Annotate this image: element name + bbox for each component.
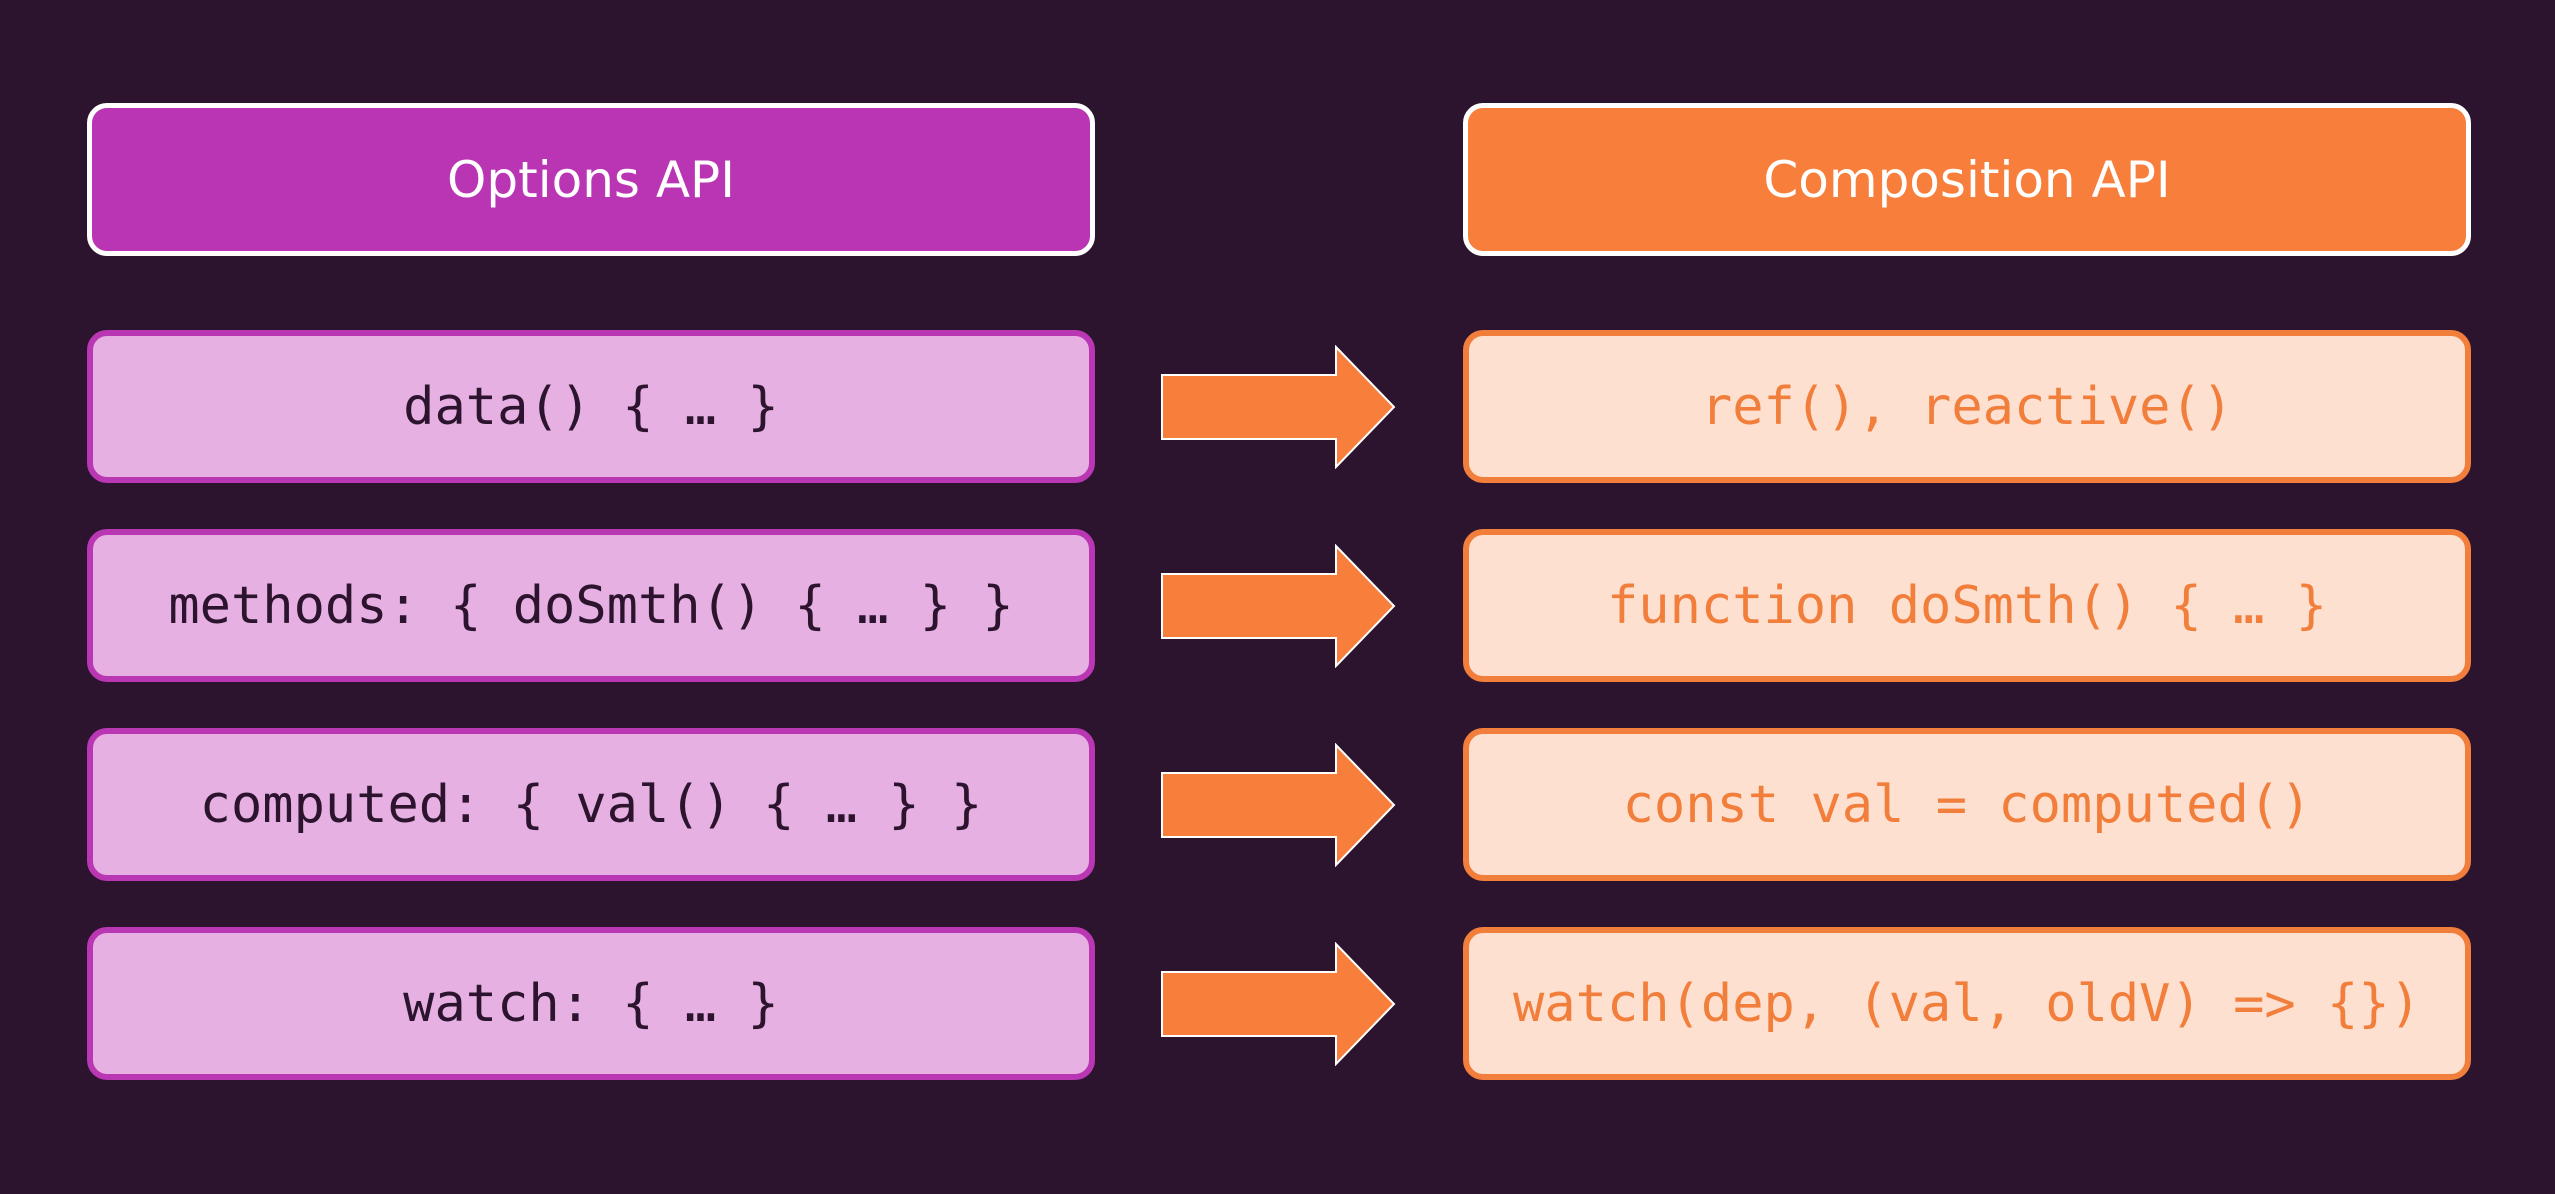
options-watch-box: watch: { … } bbox=[87, 927, 1095, 1080]
composition-function-box: function doSmth() { … } bbox=[1463, 529, 2471, 682]
right-arrow-icon bbox=[1161, 544, 1396, 668]
composition-computed-label: const val = computed() bbox=[1622, 774, 2312, 835]
right-arrow-icon bbox=[1161, 743, 1396, 867]
right-arrow-icon bbox=[1161, 942, 1396, 1066]
options-computed-label: computed: { val() { … } } bbox=[199, 774, 983, 835]
options-methods-label: methods: { doSmth() { … } } bbox=[168, 575, 1014, 636]
composition-computed-box: const val = computed() bbox=[1463, 728, 2471, 881]
composition-ref-label: ref(), reactive() bbox=[1700, 376, 2234, 437]
options-api-title: Options API bbox=[447, 150, 735, 209]
options-data-label: data() { … } bbox=[403, 376, 779, 437]
composition-api-header: Composition API bbox=[1463, 103, 2471, 256]
options-computed-box: computed: { val() { … } } bbox=[87, 728, 1095, 881]
right-arrow-icon bbox=[1161, 345, 1396, 469]
composition-watch-box: watch(dep, (val, oldV) => {}) bbox=[1463, 927, 2471, 1080]
composition-ref-box: ref(), reactive() bbox=[1463, 330, 2471, 483]
composition-api-title: Composition API bbox=[1763, 150, 2171, 209]
options-watch-label: watch: { … } bbox=[403, 973, 779, 1034]
options-methods-box: methods: { doSmth() { … } } bbox=[87, 529, 1095, 682]
options-data-box: data() { … } bbox=[87, 330, 1095, 483]
composition-function-label: function doSmth() { … } bbox=[1606, 575, 2328, 636]
options-api-header: Options API bbox=[87, 103, 1095, 256]
composition-watch-label: watch(dep, (val, oldV) => {}) bbox=[1513, 973, 2421, 1034]
